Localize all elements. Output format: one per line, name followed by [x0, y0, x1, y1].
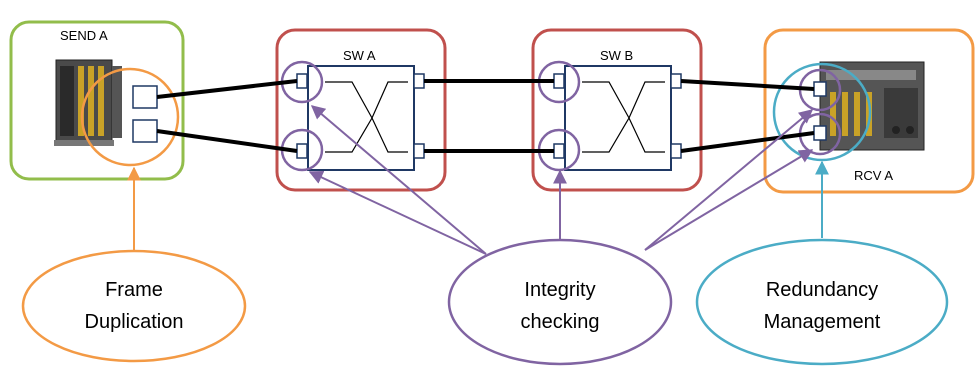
switch-a-border — [275, 28, 447, 192]
send-node-border — [9, 20, 185, 181]
link — [156, 79, 298, 99]
receiver-label: RCV A — [854, 168, 893, 183]
link — [680, 131, 815, 153]
integrity-callout: Integrity checking — [447, 238, 673, 366]
switch-b-border — [531, 28, 703, 192]
link — [680, 79, 815, 91]
link — [156, 129, 298, 153]
switch-a-node: SW A — [275, 28, 447, 192]
integrity-arrows — [308, 105, 814, 255]
integrity-line2: checking — [521, 311, 600, 333]
receiver-border — [763, 28, 975, 194]
send-port-bottom — [132, 119, 158, 143]
integrity-line1: Integrity — [524, 279, 595, 301]
frame-duplication-line2: Duplication — [85, 311, 184, 333]
redundancy-highlight — [772, 62, 872, 162]
redundancy-line2: Management — [764, 311, 881, 333]
switch-b-label: SW B — [600, 48, 633, 63]
frame-duplication-line1: Frame — [105, 279, 163, 301]
send-node: SEND A — [9, 20, 185, 181]
frame-duplication-callout: Frame Duplication — [21, 249, 247, 363]
switch-b-node: SW B — [531, 28, 703, 192]
switch-b-body — [564, 65, 672, 171]
frame-duplication-highlight — [80, 67, 180, 167]
network-links — [156, 79, 815, 153]
avionics-box-icon — [819, 61, 925, 151]
switch-a-label: SW A — [343, 48, 376, 63]
redundancy-line1: Redundancy — [766, 279, 878, 301]
receiver-node: RCV A — [763, 28, 975, 194]
redundancy-callout: Redundancy Management — [695, 238, 949, 366]
send-port-top — [132, 85, 158, 109]
send-node-label: SEND A — [60, 28, 108, 43]
